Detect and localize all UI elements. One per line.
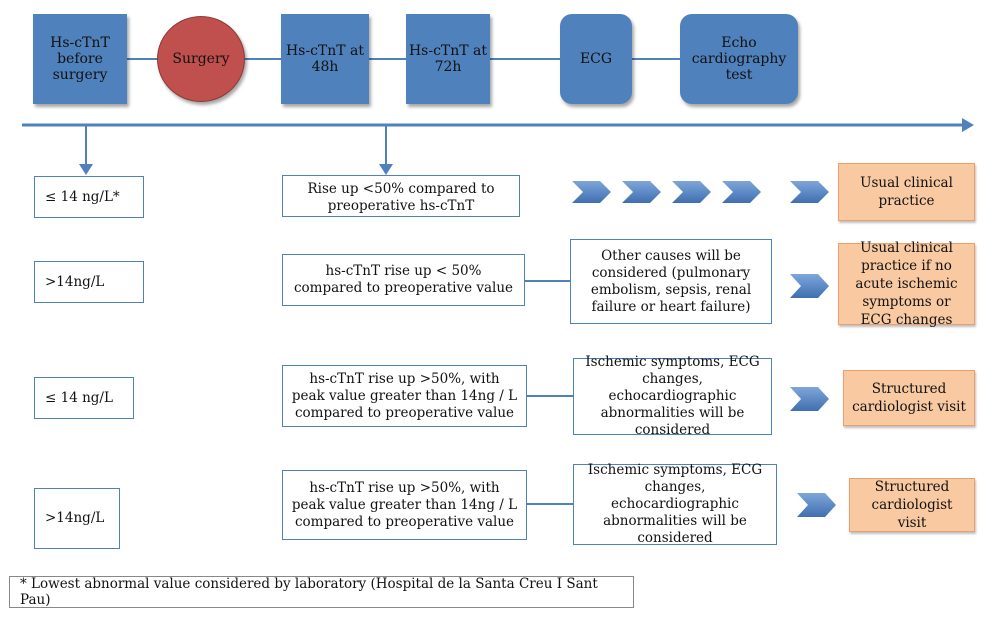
step-label: ECG <box>579 51 613 67</box>
outcome-label: Usual clinical practice if no acute isch… <box>855 240 958 328</box>
outcome-box-row-3: Structured cardiologist visit <box>843 370 975 426</box>
footnote-text: * Lowest abnormal value considered by la… <box>20 576 598 608</box>
change-box-row-3: hs-cTnT rise up >50%, with peak value gr… <box>282 365 527 427</box>
step-label: Surgery <box>172 51 230 67</box>
chevron-icon <box>572 181 611 203</box>
baseline-label: ≤ 14 ng/L* <box>45 188 120 205</box>
chevron-icon <box>622 181 661 203</box>
chevron-icon <box>790 387 829 411</box>
change-box-row-2: hs-cTnT rise up < 50% compared to preope… <box>282 254 525 306</box>
outcome-box-row-2: Usual clinical practice if no acute isch… <box>838 240 975 328</box>
baseline-box-row-4: >14ng/L <box>34 488 120 549</box>
outcome-label: Usual clinical practice <box>860 175 953 209</box>
consideration-box-row-4: Ischemic symptoms, ECG changes, echocard… <box>573 462 777 546</box>
baseline-label: ≤ 14 ng/L <box>45 389 113 406</box>
outcome-box-row-1: Usual clinical practice <box>838 163 975 221</box>
change-box-row-4: hs-cTnT rise up >50%, with peak value gr… <box>282 470 527 540</box>
outcome-label: Structured cardiologist visit <box>852 381 966 415</box>
step-label: Hs-cTnT at 48h <box>285 43 365 75</box>
consideration-box-row-2: Other causes will be considered (pulmona… <box>570 239 772 324</box>
chevron-icon <box>797 493 836 517</box>
baseline-box-row-3: ≤ 14 ng/L <box>34 377 134 419</box>
chevron-icon <box>722 181 761 203</box>
step-surgery: Surgery <box>157 16 245 102</box>
change-label: hs-cTnT rise up < 50% compared to preope… <box>293 263 514 296</box>
step-label: Echo cardiography test <box>691 35 787 83</box>
consideration-label: Other causes will be considered (pulmona… <box>590 247 752 315</box>
step-hs-ctnt-72h: Hs-cTnT at 72h <box>406 14 490 104</box>
consideration-label: Ischemic symptoms, ECG changes, echocard… <box>587 462 763 546</box>
chevron-icon <box>790 181 829 203</box>
chevron-icon <box>790 274 829 298</box>
timeline-axis-arrowhead <box>962 118 974 132</box>
step-label: Hs-cTnT at 72h <box>408 43 488 75</box>
baseline-label: >14ng/L <box>45 273 105 290</box>
baseline-box-row-2: >14ng/L <box>34 261 144 303</box>
baseline-label: >14ng/L <box>45 510 105 526</box>
baseline-box-row-1: ≤ 14 ng/L* <box>34 176 144 218</box>
step-echocardiography: Echo cardiography test <box>680 14 798 104</box>
change-label: Rise up <50% compared to preoperative hs… <box>307 181 495 214</box>
outcome-label: Structured cardiologist visit <box>871 479 953 531</box>
step-hs-ctnt-48h: Hs-cTnT at 48h <box>281 14 369 104</box>
chevron-icon <box>672 181 711 203</box>
consideration-box-row-3: Ischemic symptoms, ECG changes, echocard… <box>573 354 772 438</box>
footnote: * Lowest abnormal value considered by la… <box>9 576 634 608</box>
outcome-box-row-4: Structured cardiologist visit <box>849 478 975 532</box>
step-ecg: ECG <box>560 14 632 104</box>
change-label: hs-cTnT rise up >50%, with peak value gr… <box>291 370 518 421</box>
step-label: Hs-cTnT before surgery <box>50 35 110 83</box>
step-hs-ctnt-before-surgery: Hs-cTnT before surgery <box>33 14 127 104</box>
consideration-label: Ischemic symptoms, ECG changes, echocard… <box>585 354 760 438</box>
change-box-row-1: Rise up <50% compared to preoperative hs… <box>282 175 520 217</box>
change-label: hs-cTnT rise up >50%, with peak value gr… <box>291 479 518 530</box>
